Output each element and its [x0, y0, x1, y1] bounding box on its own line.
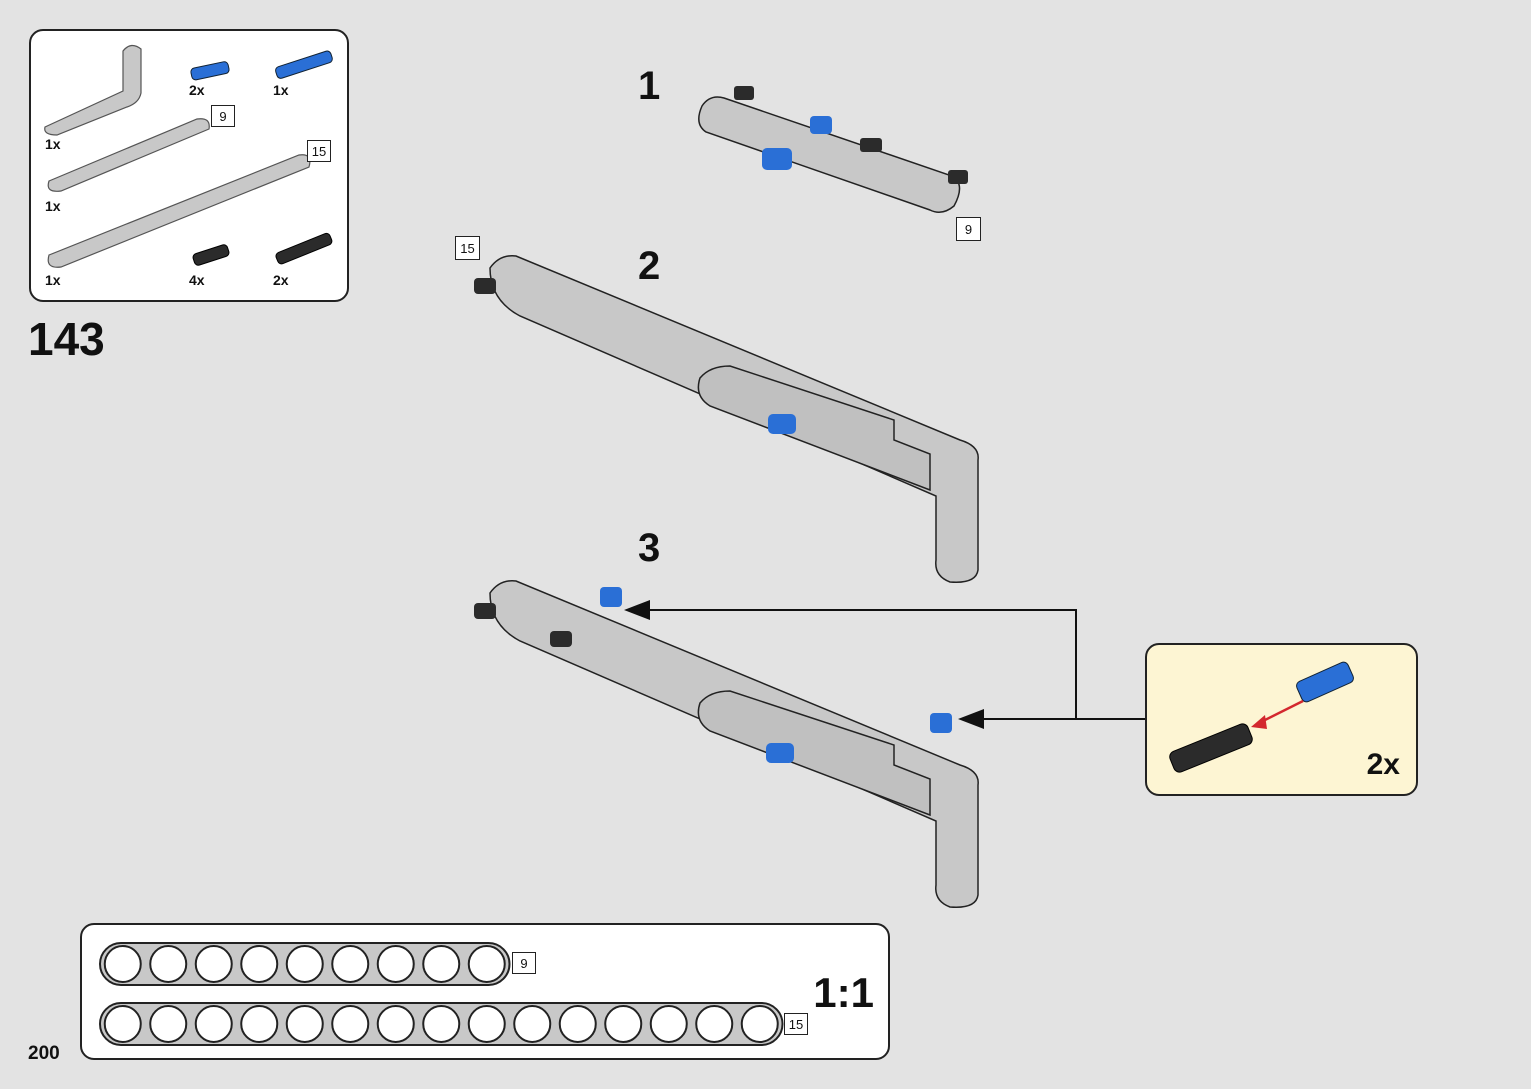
ruler-hole — [604, 1005, 643, 1043]
red-arrow — [1258, 699, 1304, 725]
qty-black-long-pin: 2x — [273, 272, 289, 288]
red-arrow-head — [1251, 715, 1267, 729]
substep-2-number: 2 — [638, 244, 661, 288]
arrow-head — [624, 600, 650, 620]
qty-beam-9: 1x — [45, 198, 61, 214]
qty-beam-15: 1x — [45, 272, 61, 288]
ruler-hole — [149, 945, 188, 983]
ruler-beam-9 — [99, 942, 511, 986]
qty-blue-pin: 2x — [189, 82, 205, 98]
substep-1-length-label: 9 — [956, 217, 981, 241]
page-number: 200 — [28, 1043, 60, 1064]
length-label-15: 15 — [307, 140, 331, 162]
qty-black-pin: 4x — [189, 272, 205, 288]
ruler-length-9: 9 — [512, 952, 536, 974]
ruler-hole — [194, 945, 233, 983]
step-number: 143 — [28, 313, 105, 365]
beam-9-part — [47, 118, 210, 192]
sub-assembly-callout: 2x — [1145, 643, 1418, 796]
ruler-hole — [240, 945, 279, 983]
ruler-hole — [467, 1005, 506, 1043]
ruler-beam-15 — [99, 1002, 784, 1046]
l-beam-part — [44, 44, 142, 136]
black-pin-part — [192, 244, 230, 266]
substep-3-number: 3 — [638, 526, 661, 570]
ruler-hole — [194, 1005, 233, 1043]
ruler-hole — [695, 1005, 734, 1043]
black-pin — [550, 631, 572, 647]
ruler-hole — [422, 1005, 461, 1043]
ruler-hole — [103, 1005, 142, 1043]
black-pin — [860, 138, 882, 152]
black-long-pin — [1169, 723, 1253, 773]
substep-2-assembly — [474, 255, 979, 583]
beam-15-part — [47, 154, 311, 268]
ruler-hole — [422, 945, 461, 983]
substep-2-length-label: 15 — [455, 236, 480, 260]
blue-pin — [1296, 661, 1354, 703]
scale-ruler-panel: 9 15 1:1 — [80, 923, 890, 1060]
ruler-hole — [331, 945, 370, 983]
blue-pin — [768, 414, 796, 434]
blue-pin-new — [930, 713, 952, 733]
black-pin — [474, 603, 496, 619]
ruler-hole — [558, 1005, 597, 1043]
blue-pin-part — [190, 61, 230, 81]
ruler-hole — [240, 1005, 279, 1043]
black-pin — [948, 170, 968, 184]
ruler-length-15: 15 — [784, 1013, 808, 1035]
black-pin — [734, 86, 754, 100]
substep-1-number: 1 — [638, 64, 661, 108]
ruler-hole — [285, 945, 324, 983]
l-beam-part-image — [44, 44, 333, 268]
blue-pin — [810, 116, 832, 134]
ruler-hole — [285, 1005, 324, 1043]
ruler-hole — [331, 1005, 370, 1043]
blue-pin — [766, 743, 794, 763]
ruler-hole — [467, 945, 506, 983]
black-pin — [474, 278, 496, 294]
callout-qty: 2x — [1366, 748, 1400, 781]
blue-pin — [762, 148, 792, 170]
qty-blue-axle-pin: 1x — [273, 82, 289, 98]
length-label-9: 9 — [211, 105, 235, 127]
ruler-hole — [649, 1005, 688, 1043]
parts-list-panel: 1x 2x 1x 1x 9 1x 15 4x 2x — [29, 29, 349, 302]
ruler-hole — [149, 1005, 188, 1043]
arrow-head — [958, 709, 984, 729]
black-long-pin-part — [275, 232, 333, 265]
callout-pin-assembly — [1169, 661, 1354, 773]
ruler-hole — [740, 1005, 779, 1043]
ruler-hole — [513, 1005, 552, 1043]
substep-1-assembly — [698, 86, 968, 213]
ruler-beams — [99, 942, 784, 1046]
scale-label: 1:1 — [813, 969, 874, 1016]
qty-l-beam: 1x — [45, 136, 61, 152]
ruler-hole — [376, 945, 415, 983]
blue-pin-new — [600, 587, 622, 607]
ruler-hole — [103, 945, 142, 983]
ruler-hole — [376, 1005, 415, 1043]
substep-3-assembly — [474, 580, 979, 908]
blue-axle-pin-part — [275, 50, 333, 79]
